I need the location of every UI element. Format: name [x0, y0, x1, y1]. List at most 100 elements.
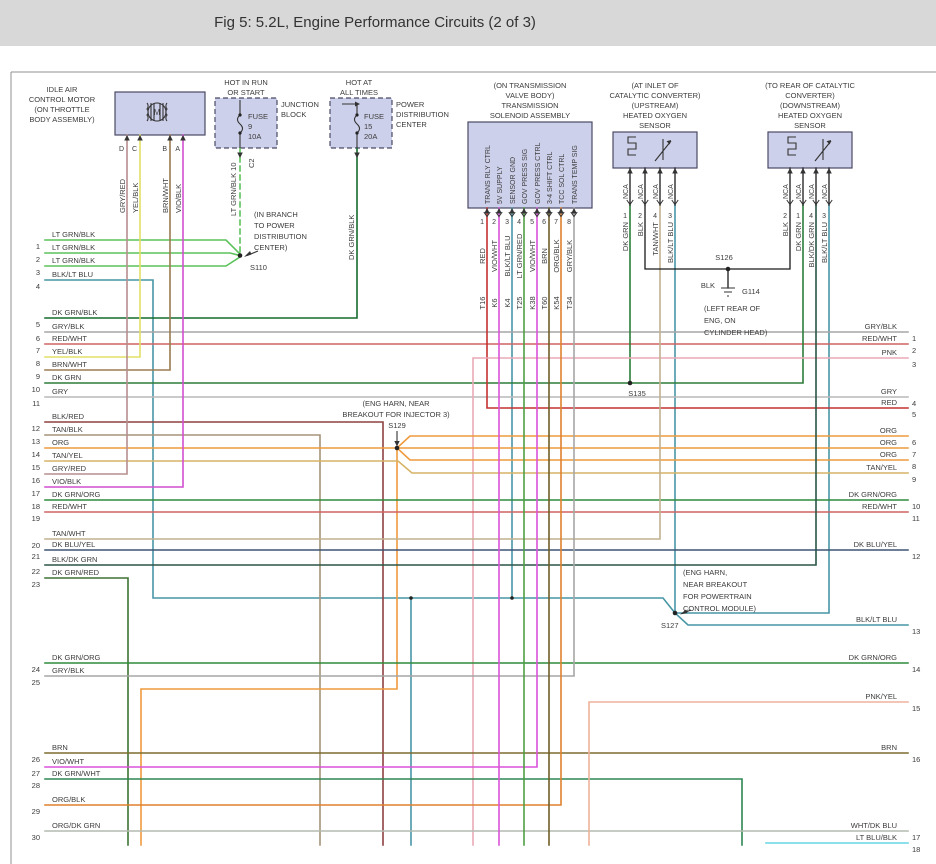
left-row-label: TAN/YEL: [52, 451, 83, 460]
connector-arrow-up-icon: [509, 208, 515, 214]
diagram-label: ORG/BLK: [552, 239, 561, 272]
diagram-label: NCA: [822, 184, 829, 199]
left-row-number: 9: [36, 372, 40, 381]
right-row-number: 8: [912, 462, 916, 471]
diagram-label: DK GRN: [794, 222, 803, 251]
left-row-label: GRY/BLK: [52, 666, 84, 675]
diagram-label: 2: [492, 219, 496, 226]
connector-arrow-up-icon: [800, 168, 806, 174]
left-row-label: BLK/DK GRN: [52, 555, 97, 564]
diagram-label: K6: [490, 298, 499, 307]
diagram-label: (TO REAR OF CATALYTIC: [765, 81, 855, 90]
left-row-label: ORG/BLK: [52, 795, 85, 804]
connector-arrow-up-icon: [657, 168, 663, 174]
diagram-label: ENG, ON: [704, 316, 736, 325]
diagram-label: SENSOR: [639, 121, 671, 130]
wire-pnk-3r: [472, 357, 909, 846]
diagram-label: 4: [653, 213, 657, 220]
diagram-label: 3: [505, 219, 509, 226]
connector-socket-icon: [825, 199, 833, 206]
s127-arrowhead: [680, 609, 688, 615]
diagram-label: 1: [796, 213, 800, 220]
fuse9-symbol: [236, 100, 244, 148]
wire-blk-lt-blu-4: [44, 279, 677, 615]
diagram-label: BLK: [636, 222, 645, 236]
connector-arrow-up-icon: [787, 168, 793, 174]
diagram-label: GRY/BLK: [565, 240, 574, 272]
connector-arrow-up-icon: [124, 135, 130, 141]
right-row-number: 18: [912, 845, 920, 854]
right-row-label: RED/WHT: [862, 502, 897, 511]
left-row-number: 6: [36, 334, 40, 343]
diagram-label: LT GRN/BLK 10: [229, 163, 238, 217]
left-row-label: YEL/BLK: [52, 347, 82, 356]
wire-org-blk-29: [44, 207, 562, 806]
connector-arrow-up-icon: [813, 168, 819, 174]
right-row-number: 2: [912, 346, 916, 355]
left-row-number: 13: [32, 437, 40, 446]
connector-socket-icon: [641, 199, 649, 206]
left-row-label: DK GRN: [52, 373, 81, 382]
diagram-label: (AT INLET OF: [631, 81, 679, 90]
left-row-label: DK BLU/YEL: [52, 540, 95, 549]
wire-dk-grn-blk-5: [44, 147, 358, 319]
diagram-label: SENSOR GND: [510, 157, 517, 204]
wire-dk-grn-red-23: [44, 577, 129, 846]
diagram-label: C2: [247, 158, 256, 168]
wire-lt-grn-blk-2: [44, 252, 241, 257]
connector-socket-icon: [557, 211, 565, 218]
connector-arrow-down-icon: [237, 152, 243, 158]
s129-arrowhead: [394, 441, 400, 447]
right-row-label: LT BLU/BLK: [856, 833, 897, 842]
wire-o2dn-blk-to-s126: [727, 204, 791, 270]
wire-brn-wht-9: [44, 134, 171, 371]
left-row-label: TAN/WHT: [52, 529, 86, 538]
left-row-number: 3: [36, 268, 40, 277]
diagram-label: RED: [478, 248, 487, 264]
left-row-number: 12: [32, 424, 40, 433]
left-row-number: 26: [32, 755, 40, 764]
connector-arrow-up-icon: [534, 208, 540, 214]
splice-s129: [394, 445, 400, 451]
diagram-label: (LEFT REAR OF: [704, 304, 761, 313]
left-row-number: 4: [36, 282, 40, 291]
diagram-label: CONTROL MODULE): [683, 604, 757, 613]
diagram-label: 1: [623, 213, 627, 220]
left-row-number: 18: [32, 502, 40, 511]
left-row-number: 19: [32, 514, 40, 523]
diagram-label: DK GRN/BLK: [347, 215, 356, 260]
left-row-label: BLK/LT BLU: [52, 270, 93, 279]
left-row-label: TAN/BLK: [52, 425, 83, 434]
left-row-label: RED/WHT: [52, 334, 87, 343]
diagram-label: 1: [480, 219, 484, 226]
diagram-label: FUSE: [248, 112, 268, 121]
connector-arrow-up-icon: [627, 168, 633, 174]
connector-socket-icon: [812, 199, 820, 206]
connector-socket-icon: [570, 211, 578, 218]
wire-tan-wht-20: [44, 204, 661, 540]
connector-arrow-up-icon: [521, 208, 527, 214]
fuse9-bottom-dot: [238, 131, 242, 135]
connector-socket-icon: [533, 211, 541, 218]
wire-vio-blk-17: [44, 134, 184, 488]
left-row-label: RED/WHT: [52, 502, 87, 511]
diagram-label: 2: [638, 213, 642, 220]
wire-gry-red-16: [44, 134, 128, 475]
diagram-label: HEATED OXYGEN: [778, 111, 842, 120]
fuse15-top-dot: [355, 113, 359, 117]
diagram-label: CENTER): [254, 243, 288, 252]
connector-socket-icon: [508, 211, 516, 218]
diagram-label: BRN/WHT: [161, 178, 170, 213]
diagram-label: VIO/WHT: [528, 240, 537, 272]
left-row-label: LT GRN/BLK: [52, 243, 95, 252]
power-distribution-center-box: [329, 97, 393, 149]
connector-socket-icon: [799, 199, 807, 206]
connector-arrow-up-icon: [558, 208, 564, 214]
diagram-label: TRANS RLY CTRL: [485, 145, 492, 204]
right-row-label: ORG: [880, 438, 897, 447]
o2up-element-arrowhead: [666, 140, 671, 145]
diagram-label: 15: [364, 122, 372, 131]
left-row-label: LT GRN/BLK: [52, 230, 95, 239]
wire-tan-yel-15: [44, 460, 909, 474]
